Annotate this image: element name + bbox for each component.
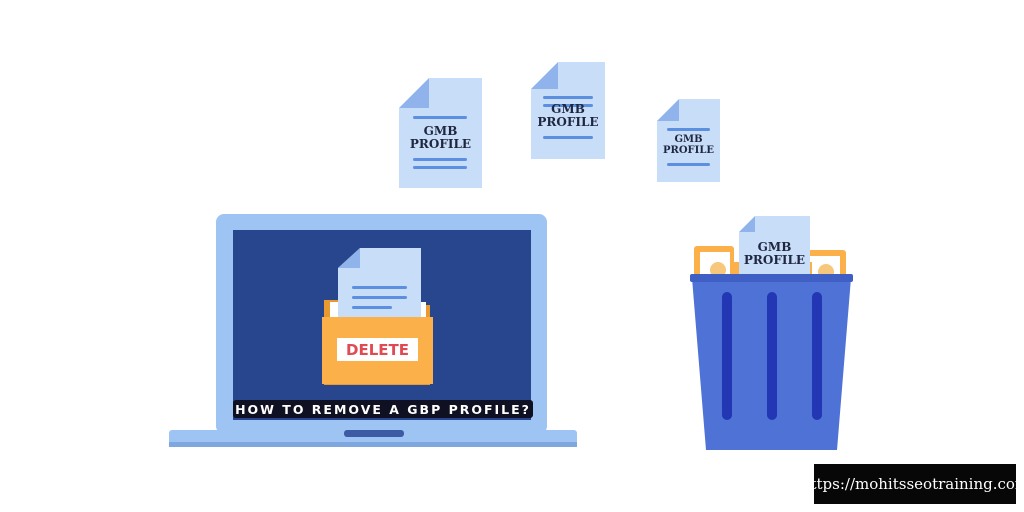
doc-label: GMB PROFILE [739,241,810,266]
bin-stripe-left [722,292,732,420]
doc-label-line1: GMB [674,134,703,145]
page-fold [739,216,755,232]
delete-folder [322,248,433,385]
doc-label-line2: PROFILE [537,114,599,129]
doc-line [543,96,593,99]
doc-label-line1: GMB [551,102,585,116]
trash-bin [690,246,853,450]
folder-label-plate [337,338,418,361]
doc-label-line2: PROFILE [743,252,806,267]
title-banner: HOW TO REMOVE A GBP PROFILE? [233,400,533,418]
doc-line [543,104,593,107]
doc-label: GMB PROFILE [657,134,720,156]
doc-label: GMB PROFILE [531,103,605,128]
floating-document-3: GMB PROFILE [657,99,720,182]
folder-document [338,248,421,318]
doc-label-line2: PROFILE [663,144,714,156]
doc-line [667,163,710,166]
laptop-notch [344,430,404,437]
page-fold [399,78,429,108]
doc-line [543,136,593,139]
doc-line [413,158,467,161]
doc-line [413,166,467,169]
doc-label-line1: GMB [423,124,458,138]
laptop-base-shadow [169,442,577,447]
doc-label: GMB PROFILE [399,125,482,150]
bin-stripe-right [812,292,822,420]
doc-line [413,116,467,119]
page-fold [657,99,679,121]
delete-label: DELETE [346,340,409,359]
floating-document-2: GMB PROFILE [531,62,605,159]
bin-stripe-middle [767,292,777,420]
bin-rim [690,274,853,282]
doc-label-line1: GMB [757,240,792,254]
doc-line [667,128,710,131]
doc-label-line2: PROFILE [409,136,472,151]
page-fold [531,62,558,89]
website-url[interactable]: https://mohitsseotraining.com [801,464,1024,504]
bin-document: GMB PROFILE [739,216,810,274]
floating-document-1: GMB PROFILE [399,78,482,188]
